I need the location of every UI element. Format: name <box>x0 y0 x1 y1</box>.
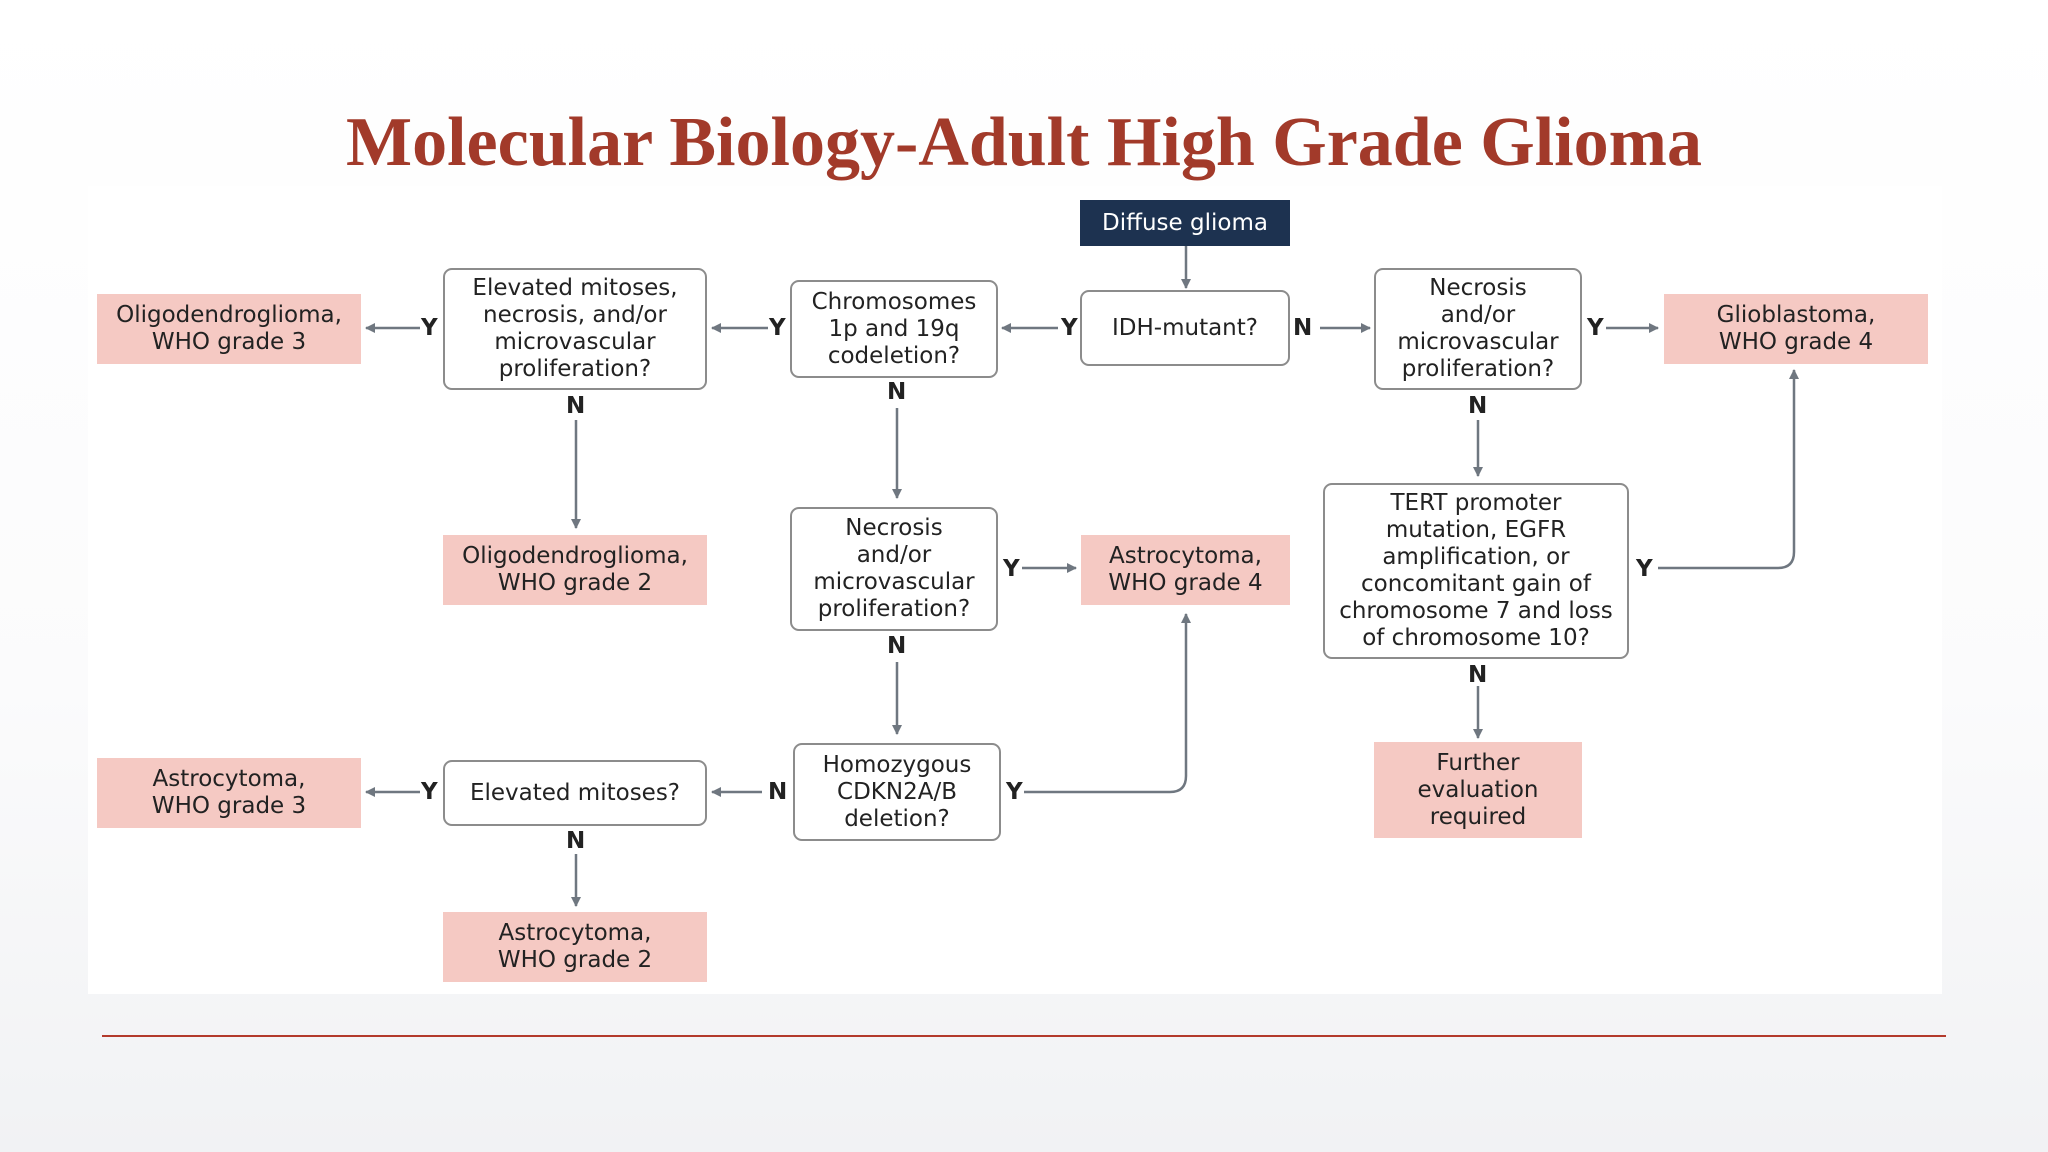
node-glioblastoma-grade4: Glioblastoma, WHO grade 4 <box>1664 294 1928 364</box>
branch-label-n: N <box>1468 662 1488 688</box>
node-elevated-mitoses-necrosis: Elevated mitoses, necrosis, and/or micro… <box>443 268 707 390</box>
branch-label-n: N <box>566 393 586 419</box>
branch-label-n: N <box>887 633 907 659</box>
node-oligodendroglioma-grade2: Oligodendroglioma, WHO grade 2 <box>443 535 707 605</box>
branch-label-y: Y <box>1636 556 1653 582</box>
branch-label-y: Y <box>769 315 786 341</box>
node-tert-egfr-chromosome: TERT promoter mutation, EGFR amplificati… <box>1323 483 1629 659</box>
node-necrosis-idh-mutant: Necrosis and/or microvascular proliferat… <box>790 507 998 631</box>
node-cdkn2a-deletion: Homozygous CDKN2A/B deletion? <box>793 743 1001 841</box>
branch-label-y: Y <box>1003 556 1020 582</box>
diagram-panel <box>88 186 1942 994</box>
branch-label-n: N <box>887 379 907 405</box>
node-astrocytoma-grade3: Astrocytoma, WHO grade 3 <box>97 758 361 828</box>
branch-label-n: N <box>768 779 788 805</box>
branch-label-n: N <box>1293 315 1313 341</box>
node-elevated-mitoses: Elevated mitoses? <box>443 760 707 826</box>
node-further-evaluation: Further evaluation required <box>1374 742 1582 838</box>
branch-label-n: N <box>566 828 586 854</box>
branch-label-y: Y <box>1587 315 1604 341</box>
node-oligodendroglioma-grade3: Oligodendroglioma, WHO grade 3 <box>97 294 361 364</box>
arrow-cdkn2a-to-astro4-y <box>1024 613 1191 794</box>
node-necrosis-idh-wildtype: Necrosis and/or microvascular proliferat… <box>1374 268 1582 390</box>
branch-label-y: Y <box>421 315 438 341</box>
slide-title: Molecular Biology-Adult High Grade Gliom… <box>346 104 1702 181</box>
node-idh-mutant: IDH-mutant? <box>1080 290 1290 366</box>
node-diffuse-glioma: Diffuse glioma <box>1080 200 1290 246</box>
node-astrocytoma-grade2: Astrocytoma, WHO grade 2 <box>443 912 707 982</box>
branch-label-y: Y <box>421 779 438 805</box>
branch-label-n: N <box>1468 393 1488 419</box>
arrow-tert-to-gbm-y <box>1658 369 1799 570</box>
node-codeletion: Chromosomes 1p and 19q codeletion? <box>790 280 998 378</box>
footer-divider <box>102 1035 1946 1037</box>
node-astrocytoma-grade4: Astrocytoma, WHO grade 4 <box>1081 535 1290 605</box>
branch-label-y: Y <box>1061 315 1078 341</box>
branch-label-y: Y <box>1006 779 1023 805</box>
